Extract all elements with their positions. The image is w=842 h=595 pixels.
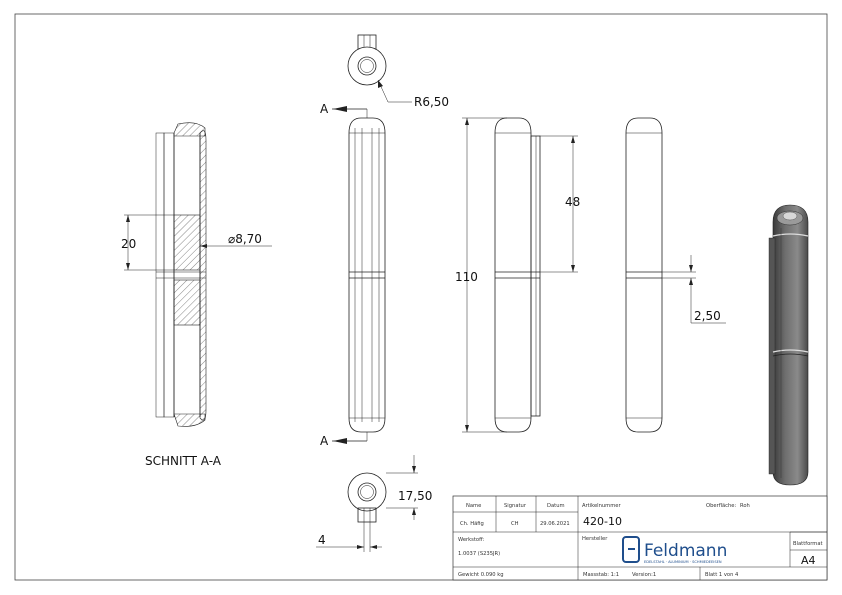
tb-brand-tagline: EDELSTAHL · ALUMINIUM · SCHMIEDEEISEN [644,560,722,564]
tb-brand: Feldmann [644,541,727,561]
plain-view [625,117,726,433]
iso-3d-view [768,204,809,486]
tb-format-value: A4 [801,554,816,567]
tb-date-value: 29.06.2021 [540,521,570,527]
tb-version: Version:1 [632,572,656,578]
dim-length-110: 110 [455,270,478,284]
dim-ring-width: 4 [318,533,326,547]
title-block [452,495,828,581]
tb-signature-label: Signatur [504,503,527,509]
front-view [332,106,386,444]
tb-material-value: 1.0037 (S235JR) [458,551,500,557]
tb-signature-value: CH [511,521,519,527]
tb-material-label: Werkstoff: [458,537,485,543]
tb-sheet: Blatt 1 von 4 [705,572,739,578]
tb-surface-label: Oberfläche: [706,503,736,509]
tb-manufacturer-label: Hersteller [582,536,608,542]
tb-article-label: Artikelnummer [582,503,621,509]
tb-name-label: Name [466,503,481,509]
dim-gap: 2,50 [694,309,721,323]
dim-radius: R6,50 [414,95,449,109]
bottom-ring-view [316,455,418,552]
section-marker-top: A [320,102,329,116]
top-ring-view [347,34,412,103]
section-label: SCHNITT A-A [145,454,222,468]
tb-article-value: 420-10 [583,515,622,528]
dim-height-20: 20 [121,237,136,251]
dim-ring-height: 17,50 [398,489,432,503]
tb-surface-value: Roh [740,503,750,509]
tb-date-label: Datum [547,503,565,509]
sheet-border [14,13,828,581]
tb-name-value: Ch. Häfig [460,521,484,527]
tb-format-label: Blattformat [793,541,823,547]
dim-length-48: 48 [565,195,580,209]
section-marker-bottom: A [320,434,329,448]
dim-diameter: ⌀8,70 [228,232,262,246]
tb-weight: Gewicht 0.090 kg [458,572,504,578]
side-view [462,117,578,433]
section-view-a-a [124,122,272,427]
tb-scale: Massstab: 1:1 [583,572,619,578]
